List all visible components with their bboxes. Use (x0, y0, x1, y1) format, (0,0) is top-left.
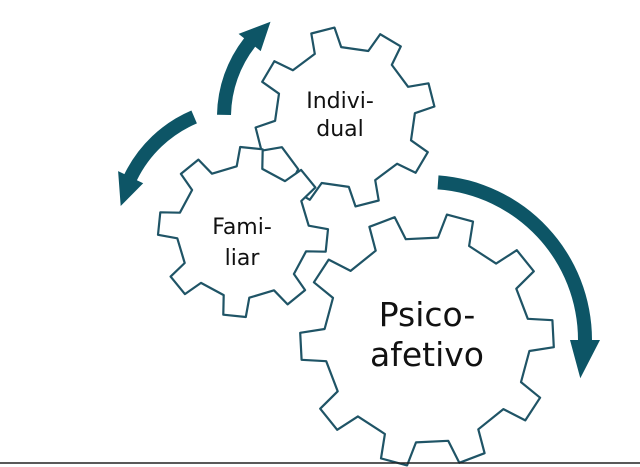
curved-arrow-icon (118, 110, 197, 206)
gear-psicoafetivo (299, 213, 555, 467)
gear-label-psicoafetivo-line1: Psico- (379, 295, 476, 334)
gear-familiar (156, 145, 330, 319)
gear-label-familiar-line2: liar (225, 246, 261, 271)
gear-label-individual-line2: dual (316, 117, 364, 142)
gear-individual (254, 26, 436, 208)
gear-label-psicoafetivo-line2: afetivo (370, 335, 484, 374)
gear-label-familiar-line1: Fami- (212, 215, 272, 240)
curved-arrow-icon (437, 175, 600, 379)
gear-label-individual-line1: Indivi- (306, 89, 374, 114)
curved-arrow-icon (217, 21, 271, 116)
